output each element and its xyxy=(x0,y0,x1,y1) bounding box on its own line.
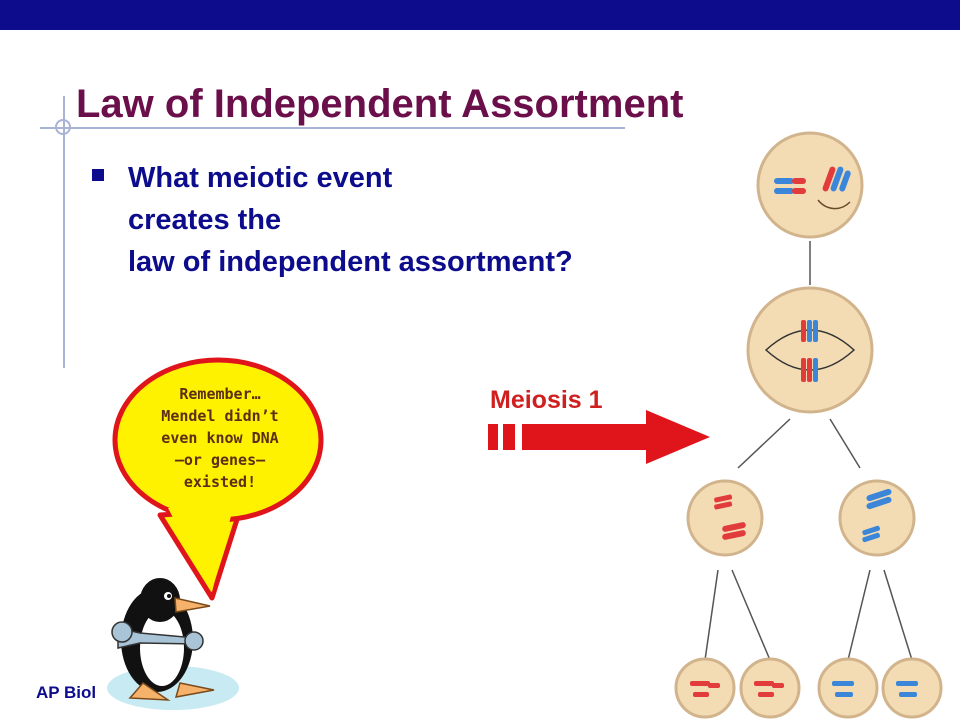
bullet-question: What meiotic event creates the law of in… xyxy=(128,157,573,283)
daughter-cell-right xyxy=(838,479,916,557)
speech-line-1: Remember… xyxy=(179,385,261,403)
daughter-cell-left xyxy=(686,479,764,557)
wrench-icon xyxy=(111,621,204,651)
speech-line-5: existed! xyxy=(183,473,257,491)
slide-title: Law of Independent Assortment xyxy=(76,82,684,126)
meiosis-label: Meiosis 1 xyxy=(490,386,603,414)
bullet-line-1: What meiotic event xyxy=(128,162,393,194)
footer-label: AP Biol xyxy=(36,683,97,702)
speech-line-2: Mendel didn’t xyxy=(161,407,279,425)
meiosis-diagram xyxy=(674,131,943,719)
bullet-line-3: law of independent assortment? xyxy=(128,246,573,278)
crosshair-circle-icon xyxy=(55,119,71,135)
top-bar xyxy=(0,0,960,30)
vertical-guide-line xyxy=(63,96,65,368)
meiosis-arrow xyxy=(488,410,710,464)
parent-cell xyxy=(756,131,864,239)
gamete-cells xyxy=(674,657,943,719)
speech-bubble xyxy=(112,357,324,601)
speech-line-3: even know DNA xyxy=(161,429,279,447)
speech-bubble-text: Remember… Mendel didn’t even know DNA —o… xyxy=(120,383,320,493)
metaphase-cell xyxy=(746,286,874,414)
square-bullet-icon xyxy=(92,169,104,181)
bullet-line-2: creates the xyxy=(128,204,282,236)
horizontal-guide-line xyxy=(40,127,625,129)
speech-line-4: —or genes— xyxy=(174,451,266,469)
